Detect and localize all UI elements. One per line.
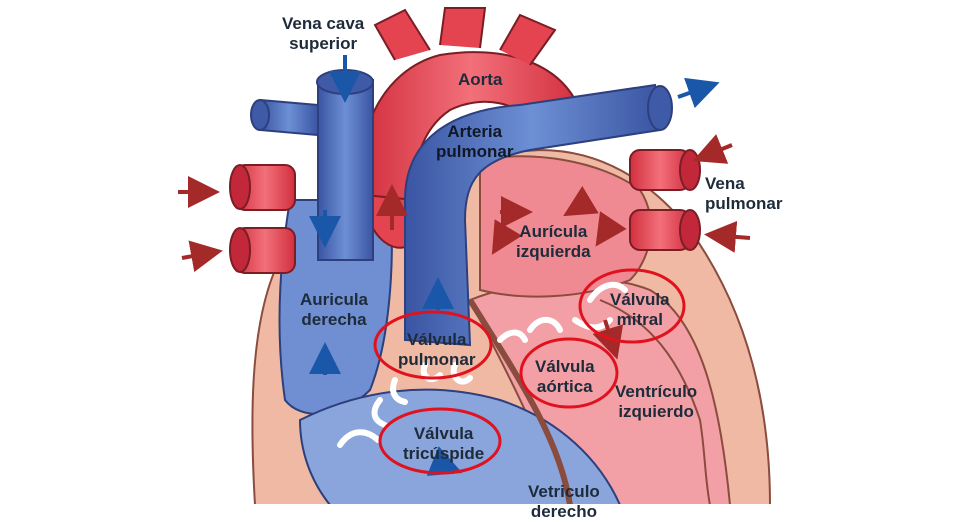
label-valvula-pulmonar: Válvula pulmonar (398, 330, 476, 369)
ring-valvula-pulmonar (373, 310, 493, 380)
label-ventriculo-derecho: Vetriculo derecho (528, 482, 600, 521)
arrow-rv (426, 446, 463, 476)
valve-tricuspid-leaflets (337, 377, 408, 448)
ring-valvula-mitral (578, 268, 686, 344)
aorta (360, 51, 582, 212)
arrow-pv-right-lower (704, 220, 751, 253)
left-ventricle-inner-wall (599, 299, 711, 504)
label-arteria-pulmonar: Arteria pulmonar (436, 122, 514, 161)
arrow-pv-right-upper (692, 134, 733, 164)
label-valvula-aortica: Válvula aórtica (535, 357, 595, 396)
arrow-la-2 (563, 185, 599, 217)
label-vena-cava-superior: Vena cava superior (282, 14, 365, 53)
arrow-pa-out (677, 77, 720, 109)
label-valvula-tricuspide: Válvula tricúspide (403, 424, 485, 463)
aorta-branches (373, 7, 557, 66)
label-auricula-derecha: Auricula derecha (300, 290, 369, 329)
ring-valvula-tricuspide (378, 407, 502, 475)
label-aorta: Aorta (458, 70, 503, 89)
heart-diagram: Vena cava superior Aorta Arteria pulmona… (178, 7, 783, 521)
valve-aortic-leaflets (497, 316, 563, 343)
heart-illustration (178, 7, 771, 504)
septum (467, 298, 573, 504)
arrow-la-3 (491, 219, 523, 255)
ring-valvula-aortica (519, 337, 619, 409)
label-vena-pulmonar: Vena pulmonar (705, 174, 783, 213)
flow-arrows (178, 55, 751, 476)
label-auricula-izquierda: Aurícula izquierda (516, 222, 591, 261)
arrow-lv-down (592, 319, 624, 360)
arrow-la-4 (595, 211, 627, 247)
label-valvula-mitral: Válvula mitral (610, 290, 670, 329)
arrow-pv-left-lower (181, 240, 223, 273)
pulmonary-artery (404, 83, 662, 347)
label-ventriculo-izquierdo: Ventrículo izquierdo (615, 382, 698, 421)
